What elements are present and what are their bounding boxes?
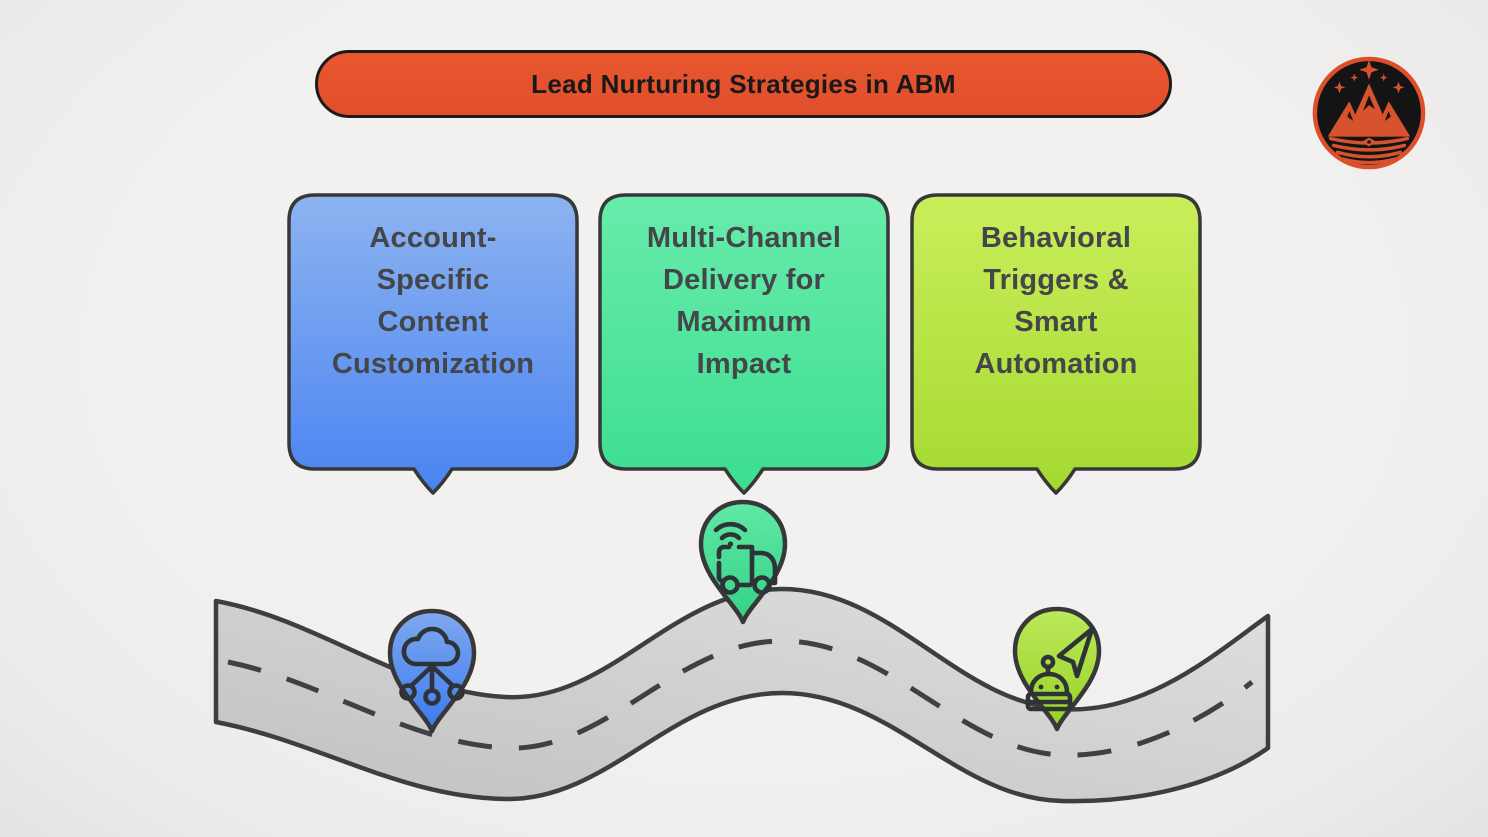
- cloud-network-icon: [399, 626, 465, 706]
- star-icon: [1379, 73, 1388, 82]
- star-icon: [1333, 81, 1346, 94]
- card-title: Behavioral Triggers & Smart Automation: [974, 222, 1138, 380]
- speech-bubble-shape: [598, 193, 890, 495]
- star-icon: [1359, 59, 1379, 80]
- road-centerline: [227, 638, 1254, 758]
- map-pin-cloud-network: [387, 608, 477, 734]
- robot-send-icon: [1025, 626, 1095, 712]
- map-pin-robot-automation: [1012, 606, 1102, 732]
- card-title: Multi-Channel Delivery for Maximum Impac…: [646, 222, 842, 380]
- star-icon: [1350, 73, 1359, 82]
- card-account-specific-content: Account- Specific Content Customization: [287, 193, 579, 495]
- page-title: Lead Nurturing Strategies in ABM: [531, 68, 956, 99]
- card-multi-channel-delivery: Multi-Channel Delivery for Maximum Impac…: [598, 193, 890, 495]
- speech-bubble-shape: [287, 193, 579, 495]
- card-title: Account- Specific Content Customization: [331, 222, 535, 380]
- title-banner: Lead Nurturing Strategies in ABM: [315, 50, 1172, 118]
- card-behavioral-triggers: Behavioral Triggers & Smart Automation: [910, 193, 1202, 495]
- mountain-peak-center: [1345, 83, 1393, 137]
- crown-jewel-dot: [1367, 140, 1371, 144]
- map-pin-delivery-truck: [698, 499, 788, 625]
- smart-delivery-truck-icon: [713, 521, 778, 595]
- crown-mountain-art: [1327, 59, 1411, 137]
- star-icon: [1392, 81, 1405, 94]
- brand-logo: [1312, 56, 1426, 170]
- ridge-cut: [1384, 111, 1391, 121]
- speech-bubble-shape: [910, 193, 1202, 495]
- road-band: [213, 586, 1271, 804]
- ridge-cut: [1347, 111, 1354, 121]
